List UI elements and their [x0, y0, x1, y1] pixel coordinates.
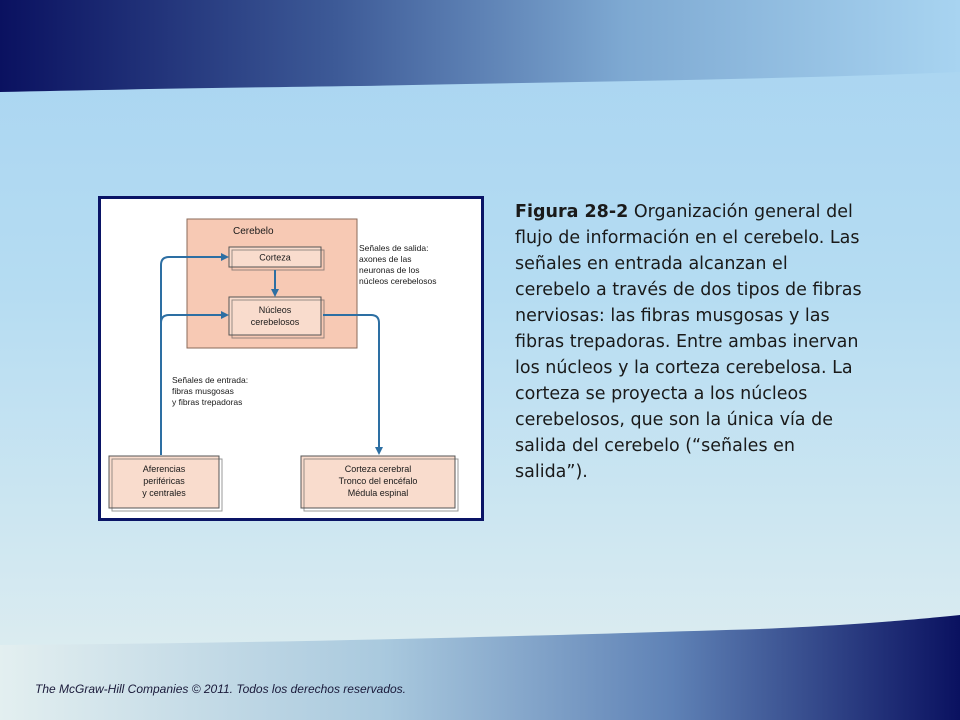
entrada-label-1: Señales de entrada: — [172, 375, 248, 385]
nucleos-label-1: Núcleos — [259, 305, 292, 315]
entrada-label-3: y fibras trepadoras — [172, 397, 242, 407]
destinos-label-1: Corteza cerebral — [345, 464, 412, 474]
arrow-input-to-nucleos — [160, 311, 229, 324]
salida-label-1: Señales de salida: — [359, 243, 428, 253]
figure-caption: Figura 28-2 Organización general del flu… — [515, 199, 865, 485]
salida-label-2: axones de las — [359, 254, 411, 264]
copyright-footer: The McGraw-Hill Companies © 2011. Todos … — [35, 682, 407, 696]
aferencias-label-3: y centrales — [142, 488, 186, 498]
aferencias-box — [108, 455, 220, 509]
aferencias-label-1: Aferencias — [143, 464, 186, 474]
nucleos-box — [228, 296, 322, 336]
cerebellum-flow-diagram: Cerebelo Corteza Núcleos cerebelosos Señ… — [108, 218, 459, 512]
entrada-label-2: fibras musgosas — [172, 386, 234, 396]
salida-label-4: núcleos cerebelosos — [359, 276, 437, 286]
nucleos-label-2: cerebelosos — [251, 317, 300, 327]
arrow-output — [323, 314, 383, 455]
salida-label-3: neuronas de los — [359, 265, 420, 275]
corteza-box — [228, 246, 322, 268]
bottom-banner — [0, 615, 960, 720]
aferencias-label-2: periféricas — [143, 476, 185, 486]
arrow-input-to-corteza — [160, 253, 229, 455]
corteza-label: Corteza — [259, 253, 291, 263]
top-banner — [0, 0, 960, 92]
figure-label: Figura 28-2 — [515, 202, 629, 222]
destinos-label-2: Tronco del encéfalo — [339, 476, 418, 486]
destinos-label-3: Médula espinal — [348, 488, 409, 498]
figure-diagram: Cerebelo Corteza Núcleos cerebelosos Señ… — [98, 196, 484, 521]
cerebelo-label: Cerebelo — [233, 226, 274, 237]
destinos-box — [300, 455, 456, 509]
caption-text: Organización general del flujo de inform… — [515, 202, 862, 482]
